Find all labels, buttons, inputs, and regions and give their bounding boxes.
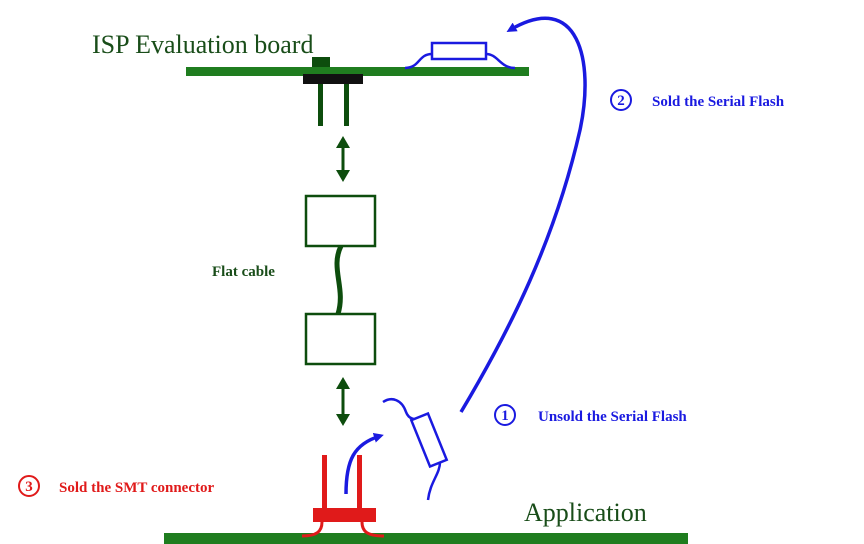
serial-flash-chip-on-isp-icon bbox=[404, 41, 516, 70]
flat-cable bbox=[334, 244, 344, 315]
step-3: 3 Sold the SMT connector bbox=[18, 475, 214, 497]
step-2-label: Sold the Serial Flash bbox=[652, 94, 785, 110]
solder-arrow-icon bbox=[344, 432, 384, 495]
step-1-number-badge bbox=[494, 404, 516, 426]
flat-cable-label: Flat cable bbox=[212, 264, 275, 280]
step-3-label: Sold the SMT connector bbox=[59, 480, 214, 496]
flat-cable-top-connector bbox=[304, 194, 377, 248]
application-label: Application bbox=[524, 498, 647, 527]
isp-board-connector-icon bbox=[303, 57, 363, 126]
step-1-label: Unsold the Serial Flash bbox=[538, 409, 687, 425]
step-2: 2 Sold the Serial Flash bbox=[610, 89, 785, 111]
step-1: 1 Unsold the Serial Flash bbox=[494, 404, 687, 426]
step-3-number-badge bbox=[18, 475, 40, 497]
flat-cable-bottom-connector bbox=[304, 312, 377, 366]
isp-board-pcb bbox=[186, 67, 529, 76]
double-arrow-top-icon bbox=[336, 136, 350, 182]
smt-connector-icon bbox=[301, 455, 385, 538]
application-pcb bbox=[164, 533, 688, 544]
step-2-number: 2 bbox=[617, 93, 625, 109]
isp-board-label: ISP Evaluation board bbox=[92, 30, 313, 59]
step-1-number: 1 bbox=[501, 408, 509, 424]
serial-flash-chip-removed-icon bbox=[382, 398, 449, 501]
move-flash-arrow-icon bbox=[459, 16, 587, 413]
step-3-number: 3 bbox=[25, 479, 33, 495]
double-arrow-bottom-icon bbox=[336, 377, 350, 426]
step-2-number-badge bbox=[610, 89, 632, 111]
